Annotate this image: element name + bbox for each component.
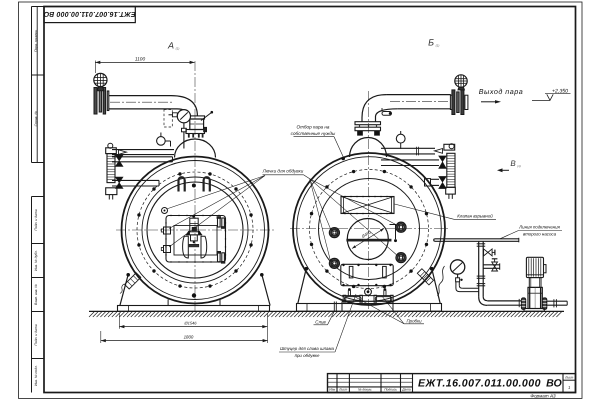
svg-text:второго насоса: второго насоса [523,232,557,237]
svg-text:при обдувке: при обдувке [295,353,320,358]
svg-text:Взам. инв. №: Взам. инв. № [34,284,38,305]
svg-text:№ докум.: № докум. [358,388,372,392]
svg-text:+2,350: +2,350 [552,88,568,94]
svg-text:Лист: Лист [564,375,574,379]
svg-text:(1): (1) [176,47,180,51]
svg-text:Изм: Изм [329,388,336,392]
svg-text:Выход пара: Выход пара [479,87,524,96]
svg-text:(1): (1) [436,44,440,48]
svg-text:Инв. № дубл.: Инв. № дубл. [34,250,38,271]
svg-text:ВО: ВО [546,378,562,390]
svg-text:Клапан взрывной: Клапан взрывной [457,214,493,219]
svg-text:В: В [510,159,516,168]
svg-text:Инв. № подл.: Инв. № подл. [34,365,38,386]
svg-text:Ø450: Ø450 [360,229,373,239]
svg-text:Формат А3: Формат А3 [530,394,556,399]
svg-text:А: А [167,41,174,51]
svg-text:Перв. примен.: Перв. примен. [34,29,38,52]
svg-text:ЕЖТ.16.007.011.00.000: ЕЖТ.16.007.011.00.000 [418,378,541,390]
svg-text:Дата: Дата [401,388,411,392]
svg-text:собственные нужды: собственные нужды [291,131,336,136]
svg-text:Подп. и дата: Подп. и дата [34,209,38,230]
svg-text:1800: 1800 [184,334,194,339]
svg-text:1: 1 [568,385,570,390]
svg-text:ЕЖТ.16.007.011.00.000 ВО: ЕЖТ.16.007.011.00.000 ВО [43,10,135,17]
svg-text:Штуцер для слива шлама: Штуцер для слива шлама [280,346,334,351]
svg-text:Линия подключения: Линия подключения [518,225,560,230]
svg-text:Слив: Слив [315,319,326,324]
svg-text:Подп. и дата: Подп. и дата [34,324,38,345]
svg-text:Отбор пара на: Отбор пара на [297,125,330,130]
svg-text:Лист: Лист [338,388,348,392]
svg-text:Справ. №: Справ. № [34,111,38,127]
svg-text:(1): (1) [517,164,520,168]
svg-text:Подпись: Подпись [384,388,397,392]
svg-text:Пробки: Пробки [406,318,422,323]
svg-text:Б: Б [428,38,434,48]
svg-text:Ø1546: Ø1546 [183,321,197,326]
svg-text:1100: 1100 [135,56,146,62]
svg-text:Лючки для обдувки: Лючки для обдувки [262,169,304,174]
